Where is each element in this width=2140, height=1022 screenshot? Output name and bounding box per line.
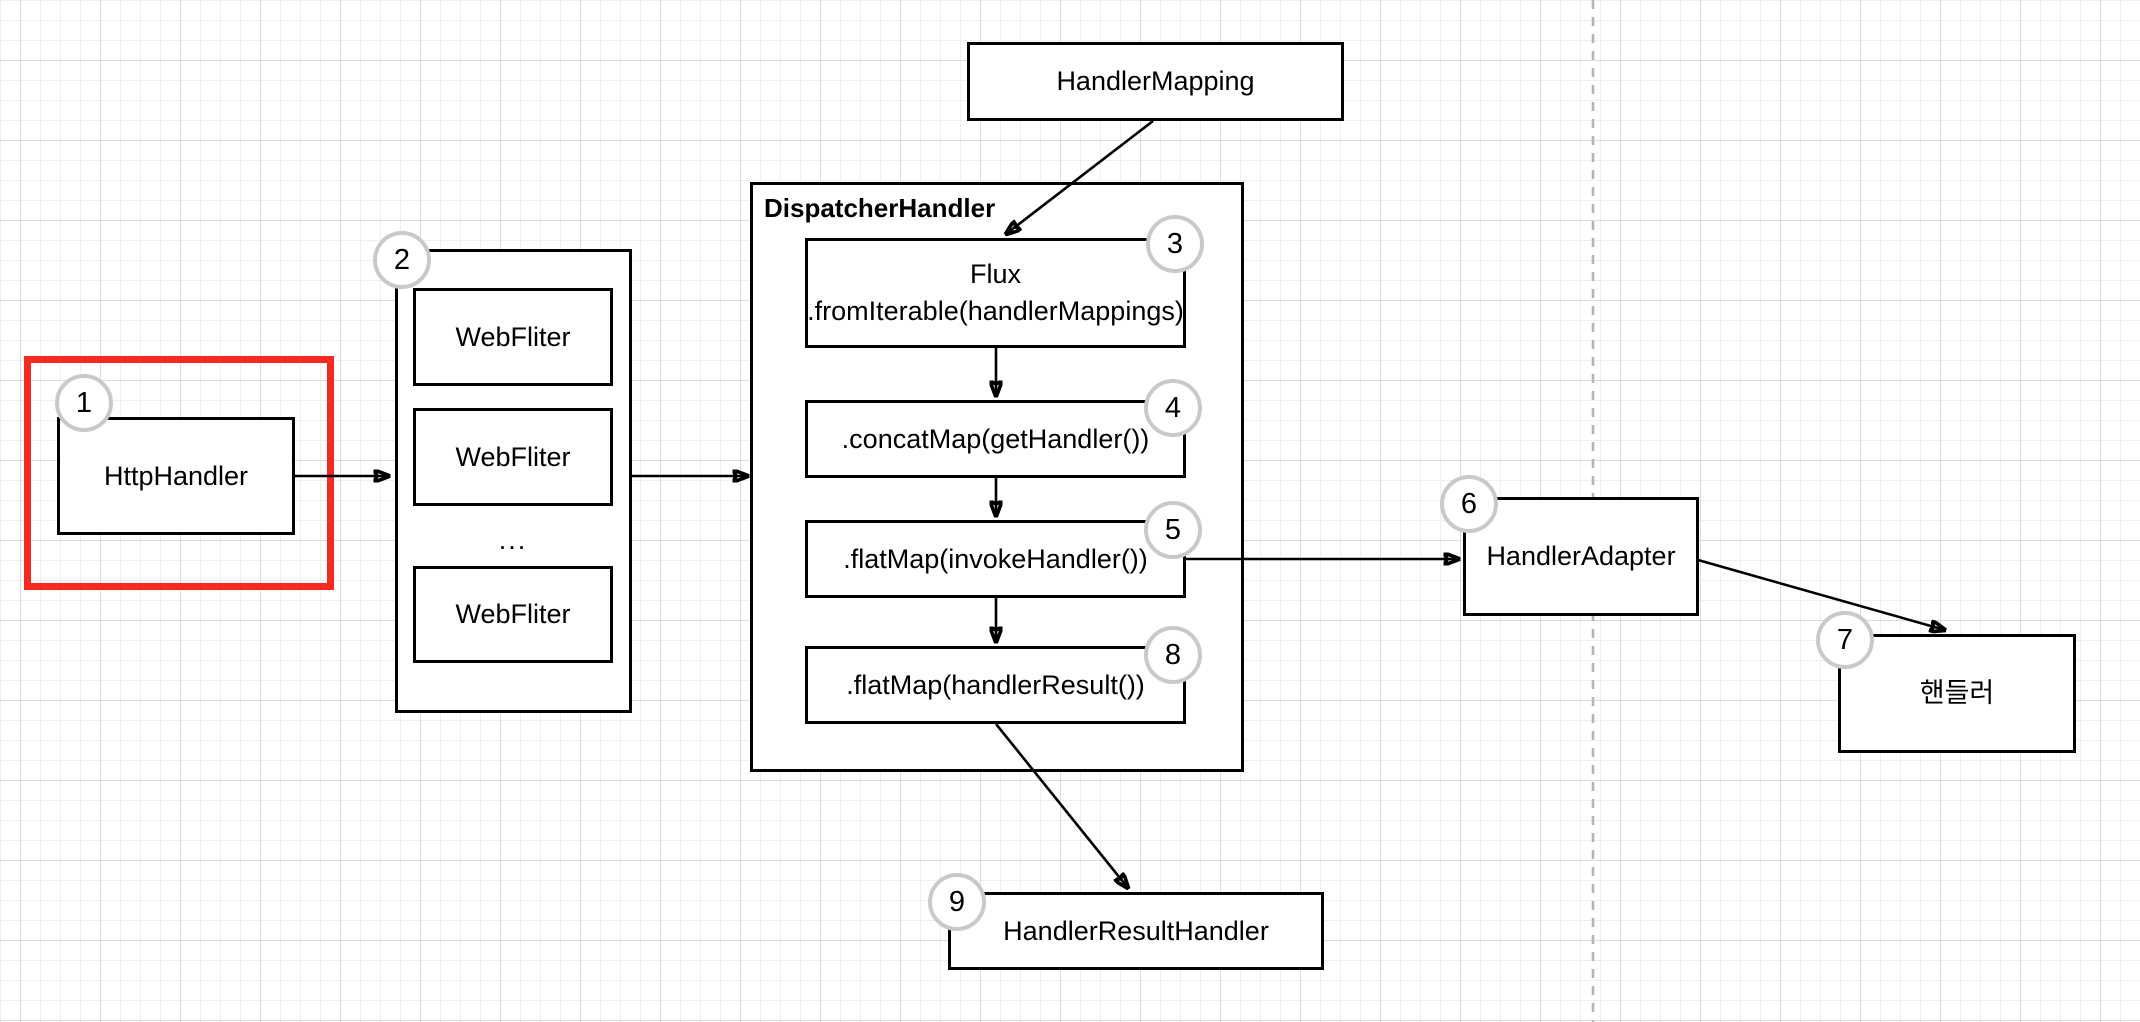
highlight-red-frame[interactable]	[24, 356, 334, 590]
node-handler-adapter-label: HandlerAdapter	[1486, 541, 1676, 571]
node-webfilter-2[interactable]: WebFliter	[413, 408, 613, 506]
node-handler-korean-label: 핸들러	[1919, 678, 1995, 708]
badge-step-7[interactable]: 7	[1816, 611, 1874, 669]
node-handler-mapping[interactable]: HandlerMapping	[967, 42, 1344, 121]
badge-step-6[interactable]: 6	[1440, 475, 1498, 533]
node-handler-result-handler[interactable]: HandlerResultHandler	[948, 892, 1324, 970]
edge-handleradapter-to-handler-korean[interactable]	[1697, 558, 1945, 630]
node-concat-map[interactable]: .concatMap(getHandler())	[805, 400, 1186, 478]
badge-step-5[interactable]: 5	[1144, 501, 1202, 559]
flux-line2: .fromIterable(handlerMappings)	[807, 296, 1184, 326]
node-handler-result-handler-label: HandlerResultHandler	[1003, 915, 1269, 946]
badge-step-3[interactable]: 3	[1146, 215, 1204, 273]
webfilter-ellipsis: ...	[498, 524, 528, 555]
node-http-handler-label: HttpHandler	[103, 460, 249, 491]
badge-step-1[interactable]: 1	[55, 374, 113, 432]
node-handler-mapping-label: HandlerMapping	[1056, 66, 1255, 96]
node-webfilter-2-label: WebFliter	[455, 441, 571, 472]
node-webfilter-3-label: WebFliter	[455, 599, 571, 629]
flux-line1: Flux	[969, 259, 1021, 289]
node-flatmap-invoke-label: .flatMap(invokeHandler())	[843, 543, 1148, 574]
badge-step-4[interactable]: 4	[1144, 379, 1202, 437]
node-flatmap-result[interactable]: .flatMap(handlerResult())	[805, 646, 1186, 724]
badge-step-8[interactable]: 8	[1144, 626, 1202, 684]
node-http-handler[interactable]: HttpHandler	[57, 417, 295, 535]
node-handler-korean[interactable]: 핸들러	[1838, 634, 2076, 753]
badge-step-2[interactable]: 2	[373, 231, 431, 289]
node-flatmap-result-label: .flatMap(handlerResult())	[846, 669, 1145, 700]
node-webfilter-3[interactable]: WebFliter	[413, 566, 613, 663]
node-webfilter-1-label: WebFliter	[455, 321, 571, 352]
node-handler-adapter[interactable]: HandlerAdapter	[1463, 497, 1699, 616]
dispatcher-handler-title: DispatcherHandler	[764, 193, 996, 223]
node-webfilter-1[interactable]: WebFliter	[413, 288, 613, 386]
node-flatmap-invoke[interactable]: .flatMap(invokeHandler())	[805, 520, 1186, 598]
node-flux-from-iterable[interactable]: Flux .fromIterable(handlerMappings)	[805, 238, 1186, 348]
badge-step-9[interactable]: 9	[928, 873, 986, 931]
node-concat-map-label: .concatMap(getHandler())	[841, 423, 1150, 454]
